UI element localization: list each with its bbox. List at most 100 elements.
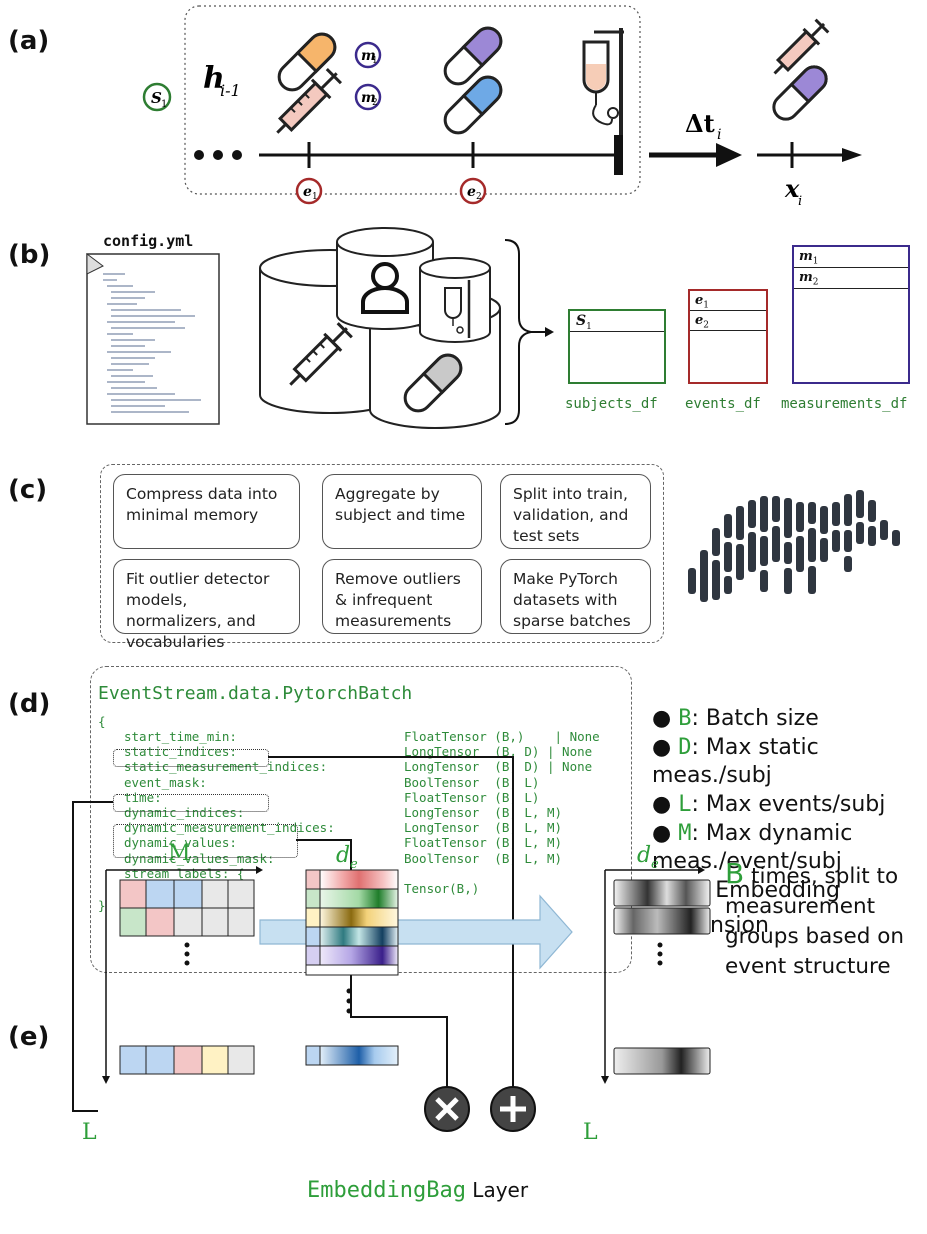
panel-label-d: (d)	[8, 689, 51, 719]
events-df-label: events_df	[685, 396, 761, 412]
code-field-type: FloatTensor (B,) | None	[404, 729, 600, 744]
measurements-df-table: m1 m2	[792, 245, 910, 384]
event-circle-e1: e 1	[295, 177, 323, 205]
code-field-name: dynamic_indices:	[124, 805, 245, 820]
measurement-circle-m1: m 1	[354, 41, 382, 69]
highlight-dynamic-indices	[113, 794, 269, 812]
code-field-name: start_time_min:	[124, 729, 237, 744]
subject-s1-text: S	[151, 89, 162, 107]
l-dimension-label-output: L	[583, 1120, 598, 1145]
step-split: Split into train, validation, and test s…	[500, 474, 651, 549]
legend-item-m: ● M: Max dynamic meas./event/subj	[652, 821, 853, 874]
database-cylinders	[259, 227, 554, 429]
code-open-brace: {	[98, 714, 106, 729]
panel-a-timeline: S 1 h i-1 m 1 m 2	[142, 5, 862, 209]
database-iv	[419, 257, 491, 343]
code-field-name: dynamic_measurement_indices:	[124, 820, 335, 836]
panel-e-embedding: M L d e	[72, 756, 711, 1145]
code-field-name: time:	[124, 789, 162, 805]
pill-icon-grey	[403, 353, 463, 413]
code-field-name: dynamic_values:	[124, 835, 237, 851]
event-circle-e2: e 2	[459, 177, 487, 205]
subject-s1-sub: 1	[161, 99, 167, 110]
x-i-label: x	[784, 174, 800, 203]
syringe-icon-db	[289, 322, 353, 386]
database-person	[336, 227, 434, 330]
svg-text:Δt: Δt	[685, 109, 715, 138]
m-dimension-label: M	[168, 841, 191, 866]
code-close-brace: }	[98, 898, 106, 913]
panel-label-c: (c)	[8, 475, 48, 505]
output-description: B times, split to measurement groups bas…	[725, 857, 904, 980]
pytorch-batch-class-name: EventStream.data.PytorchBatch	[98, 683, 413, 704]
legend-item-b: ● B: Batch size	[652, 706, 819, 731]
svg-text:m: m	[361, 48, 376, 64]
polars-bear-logo	[688, 490, 900, 602]
svg-text:e: e	[651, 857, 659, 872]
svg-text:1: 1	[312, 192, 318, 202]
step-make-datasets: Make PyTorch datasets with sparse batche…	[500, 559, 651, 634]
connector-lines	[72, 756, 514, 1112]
svg-text:1: 1	[372, 56, 378, 66]
events-df-table: e1 e2	[688, 289, 768, 384]
panel-label-e: (e)	[8, 1022, 50, 1052]
step-aggregate: Aggregate by subject and time	[322, 474, 482, 549]
step-fit-outlier: Fit outlier detector models, normalizers…	[113, 559, 300, 651]
measurements-df-row-m2: m2	[794, 268, 908, 289]
events-df-row-e2: e2	[690, 311, 766, 331]
embedding-bag-label: EmbeddingBag Layer	[307, 1178, 529, 1203]
hidden-state-sub: i-1	[220, 81, 241, 100]
svg-text:m: m	[361, 90, 376, 106]
measurements-df-label: measurements_df	[781, 396, 908, 412]
code-field-type: LongTensor (B, L, M)	[404, 805, 563, 820]
pill-icon-orange	[277, 32, 337, 92]
multiply-operator-icon	[424, 1086, 470, 1132]
pill-icon-purple	[443, 26, 503, 86]
svg-text:2: 2	[372, 98, 378, 108]
panel-label-a: (a)	[8, 26, 50, 56]
code-field-type: LongTensor (B, D) | None	[404, 759, 593, 775]
syringe-icon	[276, 67, 343, 134]
de-label-embedding: d	[336, 843, 350, 868]
pill-icon-purple-xi	[772, 65, 828, 121]
measurement-circle-m2: m 2	[354, 83, 382, 111]
add-operator-icon	[490, 1086, 536, 1132]
step-compress: Compress data into minimal memory	[113, 474, 300, 549]
subject-circle-s1: S 1	[142, 82, 172, 112]
delta-t-arrow: Δt i	[649, 109, 742, 167]
de-label-output: d	[637, 843, 651, 868]
code-field-type: BoolTensor (B, L, M)	[404, 850, 563, 866]
svg-text:i: i	[798, 194, 802, 209]
syringe-icon-xi	[773, 18, 830, 75]
code-field-name: static_indices:	[124, 744, 237, 760]
panel-label-b: (b)	[8, 240, 51, 270]
code-field-name: event_mask:	[124, 774, 207, 790]
svg-text:e: e	[467, 184, 476, 200]
code-field-type: BoolTensor (B, L)	[404, 774, 540, 790]
config-filename: config.yml	[103, 232, 194, 250]
subjects-df-label: subjects_df	[565, 396, 658, 412]
l-dimension-label: L	[82, 1120, 97, 1145]
embedding-table	[305, 869, 399, 1066]
svg-text:e: e	[350, 857, 358, 872]
subjects-df-row-s1: S1	[570, 311, 664, 332]
config-document-icon	[86, 253, 220, 425]
input-matrix	[119, 879, 255, 1075]
svg-text:e: e	[303, 184, 312, 200]
preprocessing-steps-container	[100, 464, 664, 643]
svg-text:2: 2	[476, 192, 482, 202]
events-df-row-e1: e1	[690, 291, 766, 311]
code-field-name: dynamic_values_mask:	[124, 850, 275, 866]
subjects-df-table: S1	[568, 309, 666, 384]
legend-item-d: ● D: Max static meas./subj	[652, 735, 819, 788]
pill-icon-blue	[443, 75, 503, 135]
step-remove-outliers: Remove outliers & infrequent measurement…	[322, 559, 482, 634]
code-field-type: LongTensor (B, D) | None	[404, 744, 593, 760]
code-field-type: Tensor(B,)	[404, 881, 480, 896]
iv-bag-icon	[582, 28, 624, 150]
measurements-df-row-m1: m1	[794, 247, 908, 268]
code-field-type: FloatTensor (B, L)	[404, 789, 540, 805]
code-field-type: FloatTensor (B, L, M)	[404, 835, 563, 851]
svg-text:i: i	[717, 127, 721, 143]
legend-item-l: ● L: Max events/subj	[652, 792, 886, 817]
